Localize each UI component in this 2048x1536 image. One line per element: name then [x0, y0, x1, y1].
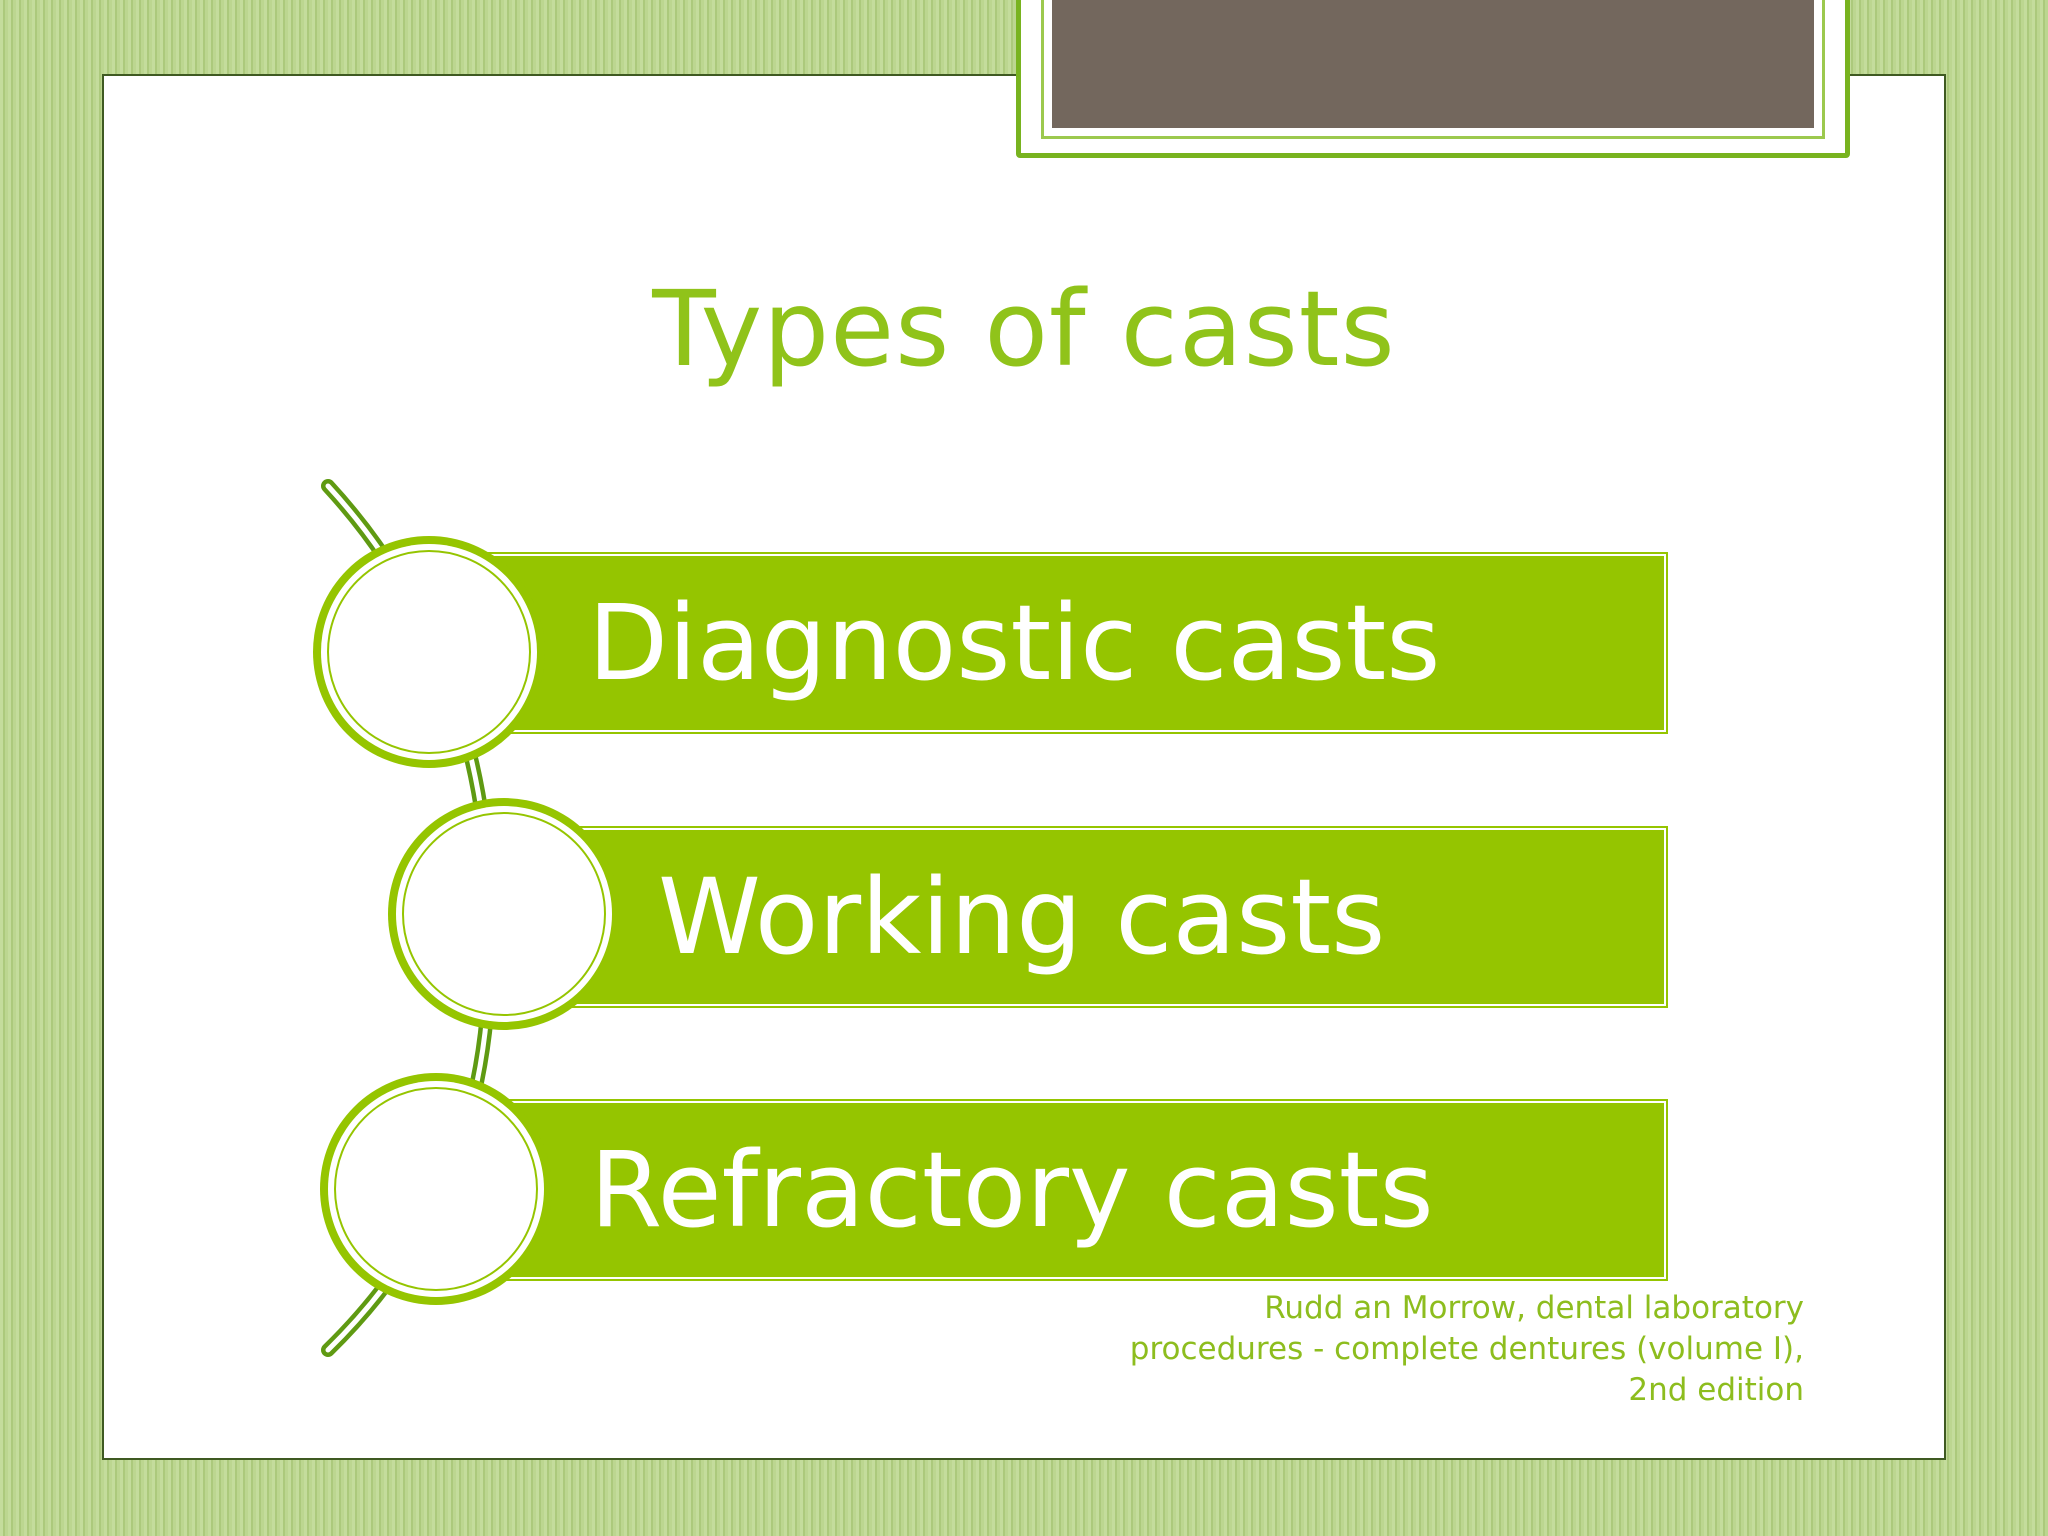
title-tab-fill — [1052, 0, 1814, 128]
list-item-refractory-casts: Refractory casts — [454, 1099, 1668, 1281]
citation-text: Rudd an Morrow, dental laboratory proced… — [1044, 1288, 1804, 1411]
citation-line: procedures - complete dentures (volume I… — [1129, 1331, 1804, 1367]
citation-line: 2nd edition — [1628, 1372, 1804, 1408]
list-item-working-casts: Working casts — [526, 826, 1668, 1008]
list-bullet-circle — [313, 536, 545, 768]
slide-title: Types of casts — [652, 268, 1396, 390]
list-bullet-circle — [320, 1073, 552, 1305]
list-item-diagnostic-casts: Diagnostic casts — [450, 552, 1668, 734]
title-tab-inner-frame — [1041, 0, 1825, 139]
citation-line: Rudd an Morrow, dental laboratory — [1264, 1290, 1804, 1326]
list-item-label: Refractory casts — [590, 1129, 1434, 1251]
list-item-label: Working casts — [658, 856, 1386, 978]
list-bullet-circle — [388, 798, 620, 1030]
title-tab-decoration — [1016, 0, 1850, 158]
list-item-label: Diagnostic casts — [588, 582, 1441, 704]
